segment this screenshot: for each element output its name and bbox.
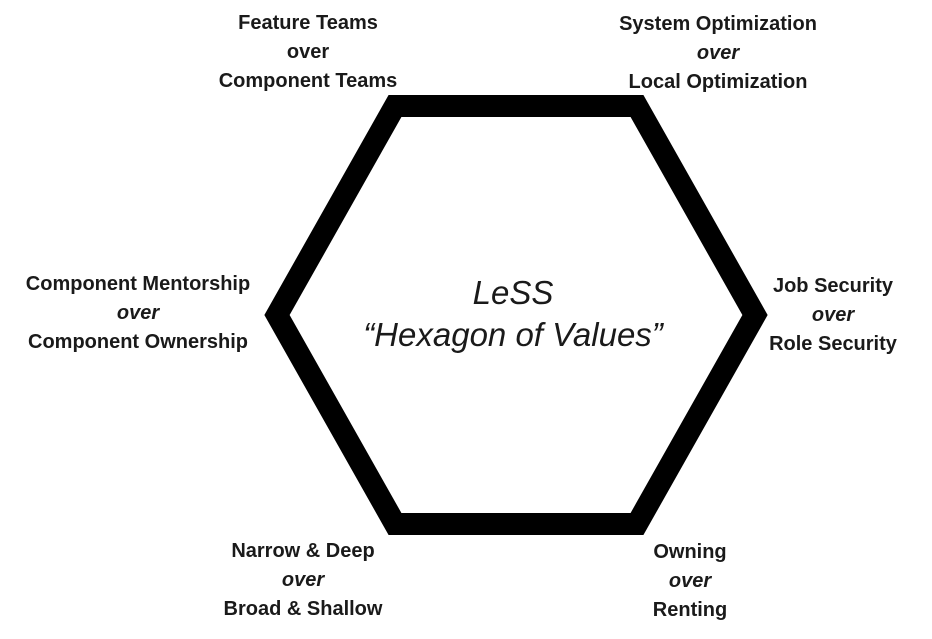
value-bottom-left: Narrow & Deep over Broad & Shallow — [198, 537, 408, 624]
value-right-connector: over — [811, 304, 855, 326]
value-bottom-left-connector: over — [281, 569, 325, 591]
value-top-right-over: Local Optimization — [628, 71, 808, 93]
value-bottom-right-preferred: Owning — [653, 541, 727, 563]
value-right-preferred: Job Security — [772, 275, 894, 297]
value-left-connector: over — [116, 302, 160, 324]
value-right-over: Role Security — [769, 333, 897, 355]
value-left: Component Mentorship over Component Owne… — [8, 270, 268, 357]
value-left-over: Component Ownership — [28, 331, 248, 353]
diagram-title-line2: “Hexagon of Values” — [363, 316, 663, 353]
value-top-left-over: Component Teams — [218, 70, 398, 92]
value-top-right-preferred: System Optimization — [619, 13, 817, 35]
value-bottom-left-preferred: Narrow & Deep — [231, 540, 375, 562]
hexagon-outline — [264, 95, 768, 535]
value-bottom-right-connector: over — [668, 570, 712, 592]
value-top-right-connector: over — [696, 42, 740, 64]
value-right: Job Security over Role Security — [758, 272, 908, 359]
value-top-right: System Optimization over Local Optimizat… — [598, 10, 838, 97]
value-top-left-connector: over — [286, 41, 330, 63]
value-left-preferred: Component Mentorship — [25, 273, 251, 295]
value-bottom-right-over: Renting — [652, 599, 728, 621]
value-top-left: Feature Teams over Component Teams — [208, 9, 408, 96]
diagram-title-line1: LeSS — [472, 274, 554, 311]
diagram-title: LeSS “Hexagon of Values” — [330, 272, 696, 356]
value-bottom-left-over: Broad & Shallow — [223, 598, 383, 620]
value-bottom-right: Owning over Renting — [630, 538, 750, 625]
value-top-left-preferred: Feature Teams — [238, 12, 378, 34]
